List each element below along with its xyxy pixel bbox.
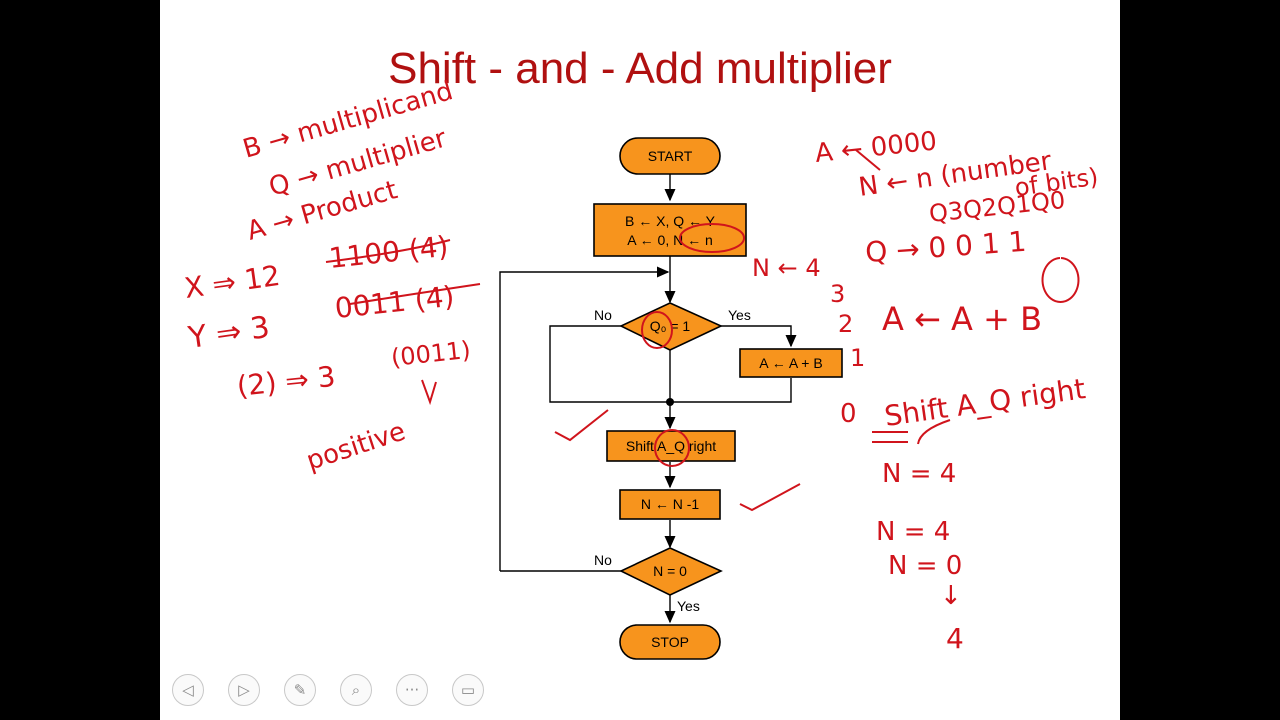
note-n0: 0 bbox=[840, 399, 857, 429]
ink-marks bbox=[325, 149, 1080, 512]
add-label: A ← A + B bbox=[759, 355, 822, 371]
start-label: START bbox=[648, 148, 693, 164]
add-node bbox=[739, 348, 843, 378]
init-line2: A ← 0, N ← n bbox=[627, 232, 713, 248]
note-a-plus-b: A ← A + B bbox=[882, 300, 1042, 338]
note-n4: N ← 4 bbox=[752, 254, 821, 282]
screen-icon: ▭ bbox=[460, 681, 476, 699]
flow-lines bbox=[499, 174, 797, 624]
next-slide-button[interactable]: ▷ bbox=[228, 674, 260, 706]
previous-slide-icon: ◁ bbox=[182, 681, 194, 699]
pen-tool-button[interactable]: ✎ bbox=[284, 674, 316, 706]
zoom-slide-button[interactable]: ⌕ bbox=[340, 674, 372, 706]
note-n3: 3 bbox=[830, 280, 845, 308]
next-slide-icon: ▷ bbox=[238, 681, 250, 699]
merge-dot bbox=[666, 398, 674, 406]
note-shift: Shift A_Q right bbox=[882, 372, 1087, 433]
decrement-node bbox=[619, 489, 721, 520]
stop-node bbox=[619, 624, 721, 660]
stop-label: STOP bbox=[651, 634, 689, 650]
note-positive: positive bbox=[303, 417, 409, 477]
pen-icon: ✎ bbox=[293, 681, 307, 699]
previous-slide-button[interactable]: ◁ bbox=[172, 674, 204, 706]
note-n-eq-4-a: N = 4 bbox=[882, 459, 956, 489]
note-n-eq-0: N = 0 bbox=[888, 551, 962, 581]
shift-label: Shift A_Q right bbox=[626, 438, 716, 454]
screen-button[interactable]: ▭ bbox=[452, 674, 484, 706]
shift-node bbox=[606, 430, 736, 462]
init-line1: B ← X, Q ← Y bbox=[625, 213, 716, 229]
decision-q0-label: Q₀ = 1 bbox=[650, 318, 691, 334]
note-y-value: Y ⇒ 3 bbox=[185, 310, 272, 356]
q0-yes-label: Yes bbox=[728, 307, 751, 323]
slide-title: Shift - and - Add multiplier bbox=[388, 44, 892, 93]
note-n1: 1 bbox=[850, 344, 865, 372]
note-x-value: X ⇒ 12 bbox=[182, 259, 282, 305]
more-options-icon: ··· bbox=[404, 681, 420, 699]
flowchart: START B ← X, Q ← Y A ← 0, N ← n Q₀ = 1 N… bbox=[182, 76, 1100, 660]
note-four: 4 bbox=[946, 622, 964, 655]
zoom-slide-icon: ⌕ bbox=[351, 681, 361, 699]
note-q-bits: Q3Q2Q1Q0 bbox=[928, 186, 1067, 228]
note-bits-0011: 0011 (4) bbox=[333, 280, 456, 325]
decision-n-label: N = 0 bbox=[653, 563, 687, 579]
note-q-value: Q → 0 0 1 1 bbox=[864, 225, 1027, 269]
note-bits-1100: 1100 (4) bbox=[327, 230, 450, 275]
note-bits-small: (0011) bbox=[390, 336, 472, 372]
start-node bbox=[619, 137, 721, 175]
init-node bbox=[593, 203, 747, 257]
decision-n-node bbox=[619, 547, 723, 596]
note-arrow-down: ↓ bbox=[940, 581, 962, 611]
more-options-button[interactable]: ··· bbox=[396, 674, 428, 706]
note-n2: 2 bbox=[838, 310, 853, 338]
n-yes-label: Yes bbox=[677, 598, 700, 614]
decrement-label: N ← N -1 bbox=[641, 496, 700, 512]
note-a-init: A ← 0000 bbox=[814, 126, 939, 169]
n-no-label: No bbox=[594, 552, 612, 568]
q0-no-label: No bbox=[594, 307, 612, 323]
note-n-eq-4-b: N = 4 bbox=[876, 517, 950, 547]
note-line-2: (2) ⇒ 3 bbox=[235, 360, 337, 403]
slide: Shift - and - Add multiplier START B ← X… bbox=[160, 0, 1120, 720]
